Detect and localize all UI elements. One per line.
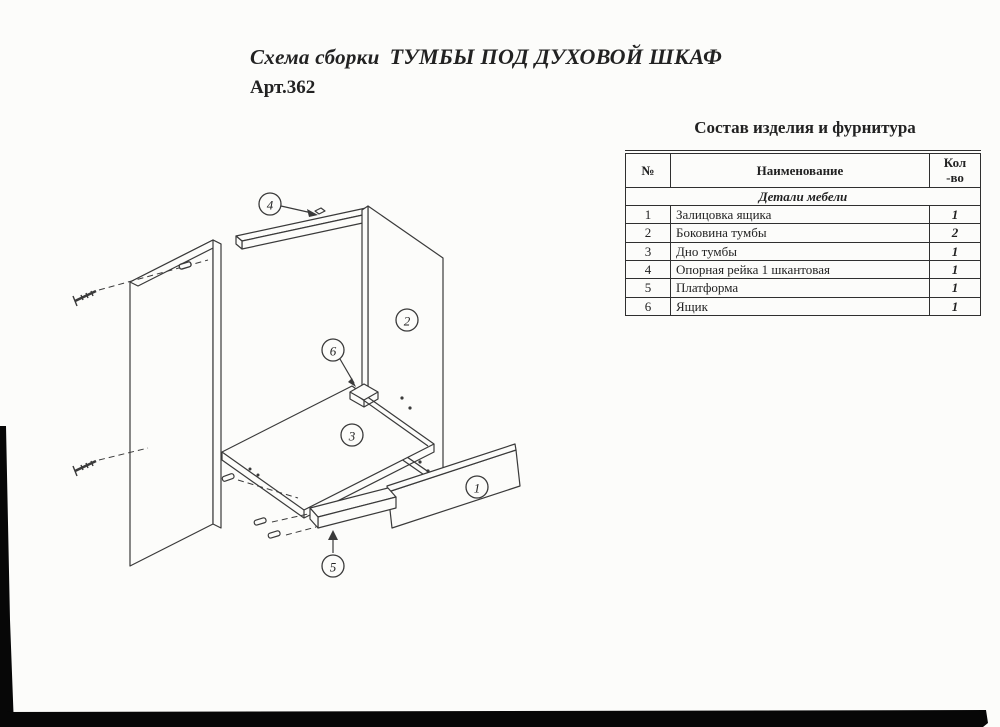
bottom-panel (221, 385, 435, 519)
svg-text:2: 2 (404, 314, 411, 329)
dowel-icon (253, 513, 309, 526)
part-qty: 1 (929, 296, 981, 316)
col-header-qty: Кол -во (929, 151, 981, 188)
part-qty: 2 (929, 223, 981, 243)
parts-list-heading: Состав изделия и фурнитура (694, 118, 916, 137)
svg-text:4: 4 (267, 198, 274, 213)
col-header-qty-line2: -во (946, 170, 964, 186)
svg-text:1: 1 (474, 481, 481, 496)
dowel-icon (221, 473, 299, 499)
scan-artifact-bottom-edge (0, 710, 988, 727)
table-row: 2 Боковина тумбы 2 (625, 223, 981, 243)
title-prefix: Схема сборки (250, 45, 380, 69)
dowel-icon (267, 526, 317, 539)
platform (309, 487, 397, 529)
section-row: Детали мебели (625, 186, 981, 206)
col-header-qty-line1: Кол (943, 155, 967, 170)
page-title: Схема сборки ТУМБЫ ПОД ДУХОВОЙ ШКАФ (250, 44, 722, 70)
part-name: Залицовка ящика (670, 204, 930, 225)
part-number: 1 (625, 204, 671, 225)
dowel-icon (178, 261, 192, 270)
article-number: Арт.362 (250, 77, 316, 98)
screw-icon (72, 259, 209, 307)
table-row: 4 Опорная рейка 1 шкантовая 1 (625, 259, 981, 280)
part-qty: 1 (929, 204, 981, 225)
part-number: 4 (625, 259, 671, 280)
col-header-name: Наименование (670, 151, 930, 188)
table-row: 5 Платформа 1 (625, 278, 981, 298)
part-qty: 1 (929, 259, 981, 280)
screw-icon (72, 447, 149, 477)
title-main: ТУМБЫ ПОД ДУХОВОЙ ШКАФ (389, 44, 723, 69)
part-name: Ящик (670, 296, 930, 316)
callout-1: 1 (465, 475, 489, 499)
callout-5: 5 (321, 554, 345, 578)
section-label: Детали мебели (625, 186, 981, 206)
table-row: 1 Залицовка ящика 1 (625, 204, 981, 225)
callout-3: 3 (340, 423, 364, 447)
leader-line (280, 205, 356, 553)
part-qty: 1 (929, 241, 981, 261)
scan-artifact-left-edge (0, 426, 14, 727)
callout-4: 4 (258, 192, 282, 216)
part-number: 2 (625, 223, 671, 243)
part-name: Опорная рейка 1 шкантовая (670, 259, 930, 280)
drawer-runner-block (349, 383, 379, 408)
part-name: Платформа (670, 278, 930, 298)
part-name: Боковина тумбы (670, 223, 930, 243)
svg-text:5: 5 (330, 560, 337, 575)
table-row: 6 Ящик 1 (625, 296, 981, 316)
callout-6: 6 (321, 338, 345, 362)
part-qty: 1 (929, 278, 981, 298)
table-header-row: № Наименование Кол -во (625, 151, 981, 188)
part-number: 6 (625, 296, 671, 316)
parts-table: № Наименование Кол -во Детали мебели 1 З… (625, 150, 981, 316)
part-name: Дно тумбы (670, 241, 930, 261)
dowel-peg-icon (314, 207, 326, 215)
part-number: 5 (625, 278, 671, 298)
title-block: Схема сборки ТУМБЫ ПОД ДУХОВОЙ ШКАФ Арт.3… (250, 44, 722, 99)
col-header-num: № (625, 151, 671, 188)
svg-text:6: 6 (330, 344, 337, 359)
svg-text:3: 3 (348, 429, 356, 444)
side-panel-left (129, 239, 222, 567)
part-number: 3 (625, 241, 671, 261)
callout-2: 2 (395, 308, 419, 332)
support-rail (235, 207, 373, 250)
table-row: 3 Дно тумбы 1 (625, 241, 981, 261)
